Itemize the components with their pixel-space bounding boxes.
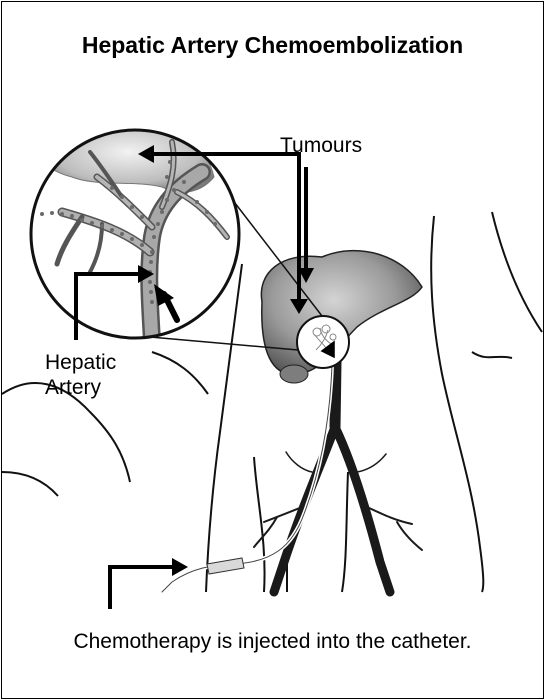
tumours-label: Tumours <box>280 133 362 158</box>
catheter <box>162 364 332 592</box>
hepatic-artery-label-line2: Artery <box>45 375 116 400</box>
liver <box>261 251 422 383</box>
artery-tree <box>254 362 422 592</box>
caption: Chemotherapy is injected into the cathet… <box>2 630 543 654</box>
hepatic-artery-label-line1: Hepatic <box>45 350 116 375</box>
hepatic-artery-label: Hepatic Artery <box>45 350 116 400</box>
magnified-spot <box>297 316 349 368</box>
page-title: Hepatic Artery Chemoembolization <box>2 32 543 59</box>
